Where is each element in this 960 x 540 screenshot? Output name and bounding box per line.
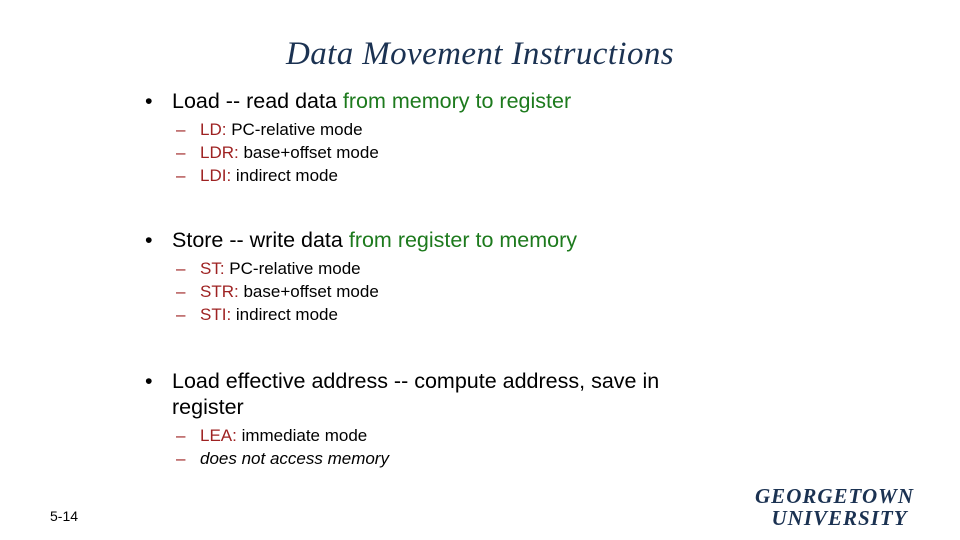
sub-bullet-list: – LD: PC-relative mode – LDR: base+offse…	[0, 118, 960, 187]
sub-bullet-desc: base+offset mode	[238, 282, 379, 301]
slide-body: • Load -- read data from memory to regis…	[0, 88, 960, 470]
sub-bullet-desc: does not access memory	[200, 449, 389, 468]
main-bullet-row: • Load effective address -- compute addr…	[0, 368, 960, 420]
sub-bullet-row: – STR: base+offset mode	[0, 280, 960, 303]
georgetown-university-logo: GEORGETOWN UNIVERSITY	[727, 486, 942, 529]
sub-bullet-label: LDI:	[200, 166, 232, 185]
dash-icon: –	[176, 166, 186, 185]
bullet-dot-icon: •	[145, 89, 153, 113]
sub-bullet-desc: PC-relative mode	[224, 259, 361, 278]
sub-bullet-label: STR:	[200, 282, 239, 301]
main-bullet-lead-text: Load -- read data	[172, 89, 343, 113]
sub-bullet-row: – does not access memory	[0, 447, 960, 470]
logo-line-georgetown: GEORGETOWN	[755, 484, 914, 508]
main-bullet-lead-text: Load effective address -- compute addres…	[172, 369, 660, 419]
bullet-block-store: • Store -- write data from register to m…	[0, 227, 960, 326]
dash-icon: –	[176, 282, 186, 301]
bullet-block-load: • Load -- read data from memory to regis…	[0, 88, 960, 187]
sub-bullet-row: – LDI: indirect mode	[0, 164, 960, 187]
sub-bullet-desc: immediate mode	[236, 426, 368, 445]
logo-line-university: UNIVERSITY	[771, 506, 908, 530]
sub-bullet-list: – ST: PC-relative mode – STR: base+offse…	[0, 257, 960, 326]
sub-bullet-row: – LD: PC-relative mode	[0, 118, 960, 141]
sub-bullet-list: – LEA: immediate mode – does not access …	[0, 424, 960, 470]
sub-bullet-desc: indirect mode	[231, 166, 338, 185]
main-bullet-row: • Store -- write data from register to m…	[0, 227, 960, 253]
dash-icon: –	[176, 120, 186, 139]
sub-bullet-desc: base+offset mode	[238, 143, 379, 162]
dash-icon: –	[176, 449, 186, 468]
sub-bullet-row: – LDR: base+offset mode	[0, 141, 960, 164]
main-bullet-accent-text: from register to memory	[348, 228, 578, 252]
sub-bullet-desc: indirect mode	[231, 305, 338, 324]
bullet-dot-icon: •	[145, 369, 153, 393]
bullet-block-load-effective-address: • Load effective address -- compute addr…	[0, 368, 960, 470]
dash-icon: –	[176, 143, 186, 162]
sub-bullet-label: LD:	[200, 120, 227, 139]
main-bullet-accent-text: from memory to register	[342, 89, 572, 113]
sub-bullet-label: LEA:	[200, 426, 237, 445]
bullet-dot-icon: •	[145, 228, 153, 252]
dash-icon: –	[176, 259, 186, 278]
dash-icon: –	[176, 426, 186, 445]
page-title: Data Movement Instructions	[286, 36, 674, 72]
page-number: 5-14	[50, 508, 79, 524]
sub-bullet-label: STI:	[200, 305, 232, 324]
sub-bullet-label: ST:	[200, 259, 225, 278]
dash-icon: –	[176, 305, 186, 324]
sub-bullet-label: LDR:	[200, 143, 239, 162]
sub-bullet-row: – STI: indirect mode	[0, 303, 960, 326]
sub-bullet-desc: PC-relative mode	[226, 120, 363, 139]
sub-bullet-row: – ST: PC-relative mode	[0, 257, 960, 280]
main-bullet-lead-text: Store -- write data	[172, 228, 349, 252]
main-bullet-row: • Load -- read data from memory to regis…	[0, 88, 960, 114]
sub-bullet-row: – LEA: immediate mode	[0, 424, 960, 447]
